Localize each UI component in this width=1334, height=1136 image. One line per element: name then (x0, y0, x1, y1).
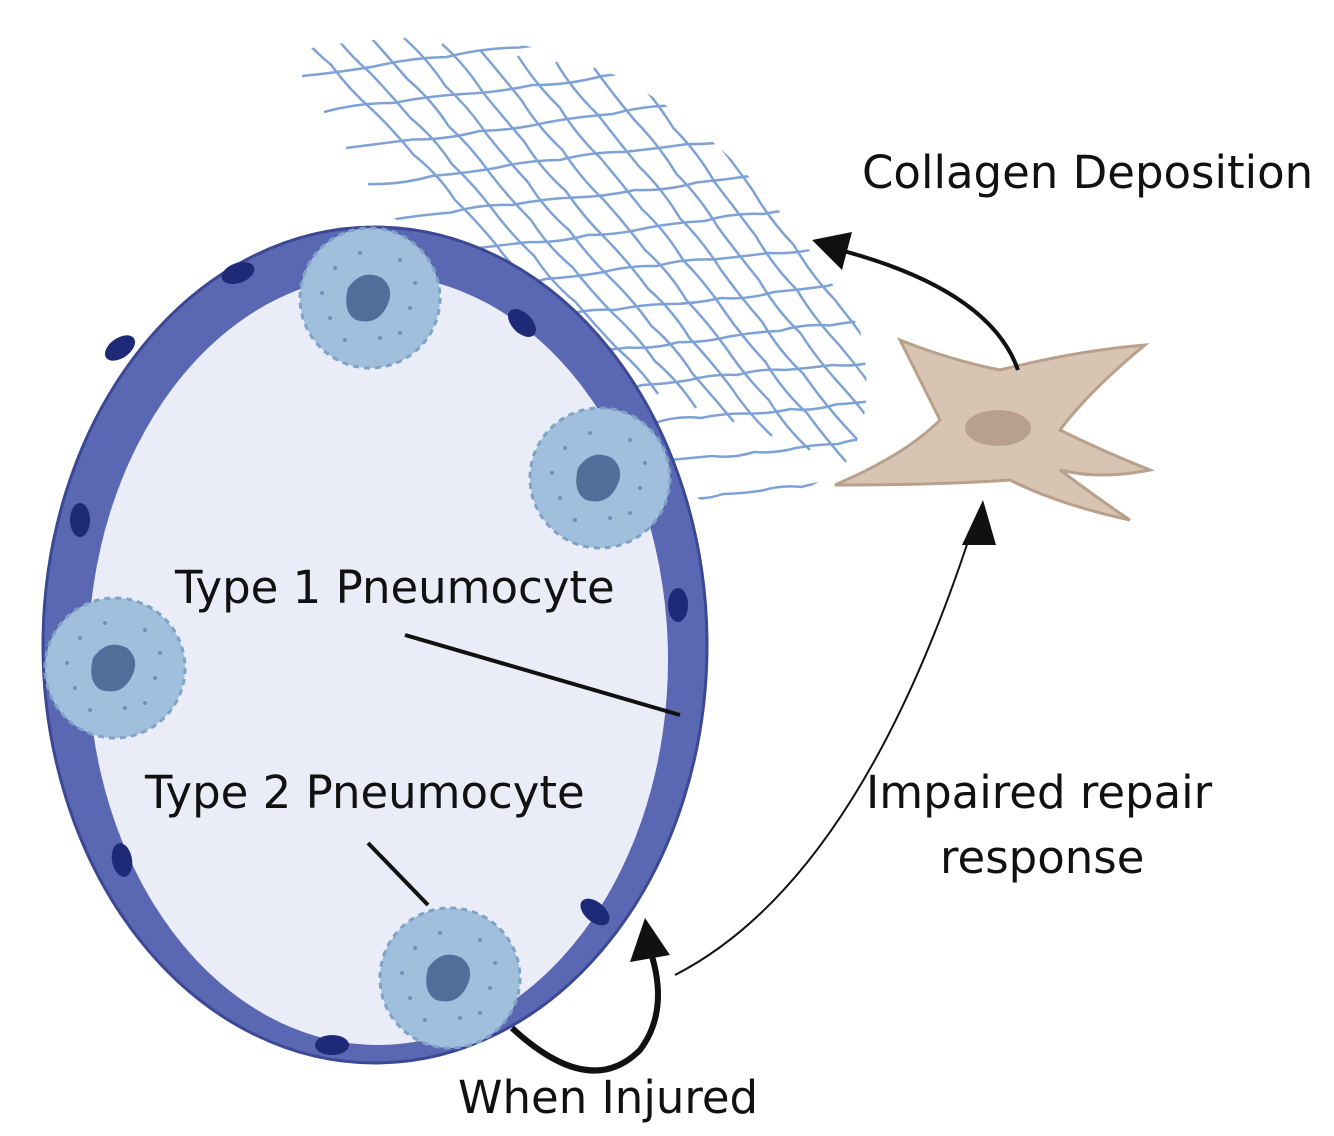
collagen-fiber (345, 78, 867, 150)
collagen-fiber (300, 37, 867, 42)
collagen-fiber (323, 38, 867, 114)
impaired-repair-label-line2: response (940, 831, 1144, 884)
collagen-fiber (403, 37, 735, 423)
when-injured-label: When Injured (458, 1071, 758, 1124)
collagen-fiber (441, 43, 773, 437)
collagen-fiber (389, 158, 867, 222)
collagen-fiber (479, 49, 811, 451)
type1-leader-line (404, 633, 681, 717)
fibroblast-icon (834, 337, 1156, 522)
impaired-repair-arrowhead (962, 500, 996, 545)
when-injured-arrowhead (630, 918, 670, 962)
arrows (509, 232, 1020, 1074)
impaired-repair-label-line1: Impaired repair (866, 766, 1213, 819)
collagen-arrow (839, 248, 1020, 371)
collagen-fiber (554, 61, 867, 479)
type2-leader-line (366, 841, 430, 907)
collagen-fiber (326, 37, 660, 395)
impaired-repair-arrow (674, 519, 976, 976)
type2-pneumocyte-label: Type 2 Pneumocyte (144, 766, 585, 819)
when-injured-arrow (509, 949, 661, 1074)
alveolus (41, 225, 709, 1065)
collagen-deposition-label: Collagen Deposition (862, 146, 1313, 199)
collagen-fiber (301, 37, 867, 78)
collagen-fiber (592, 67, 867, 493)
type1-pneumocyte-label: Type 1 Pneumocyte (174, 561, 615, 614)
collagen-arrowhead (812, 232, 852, 270)
alveolar-space (88, 275, 668, 1045)
collagen-fiber (365, 37, 698, 409)
